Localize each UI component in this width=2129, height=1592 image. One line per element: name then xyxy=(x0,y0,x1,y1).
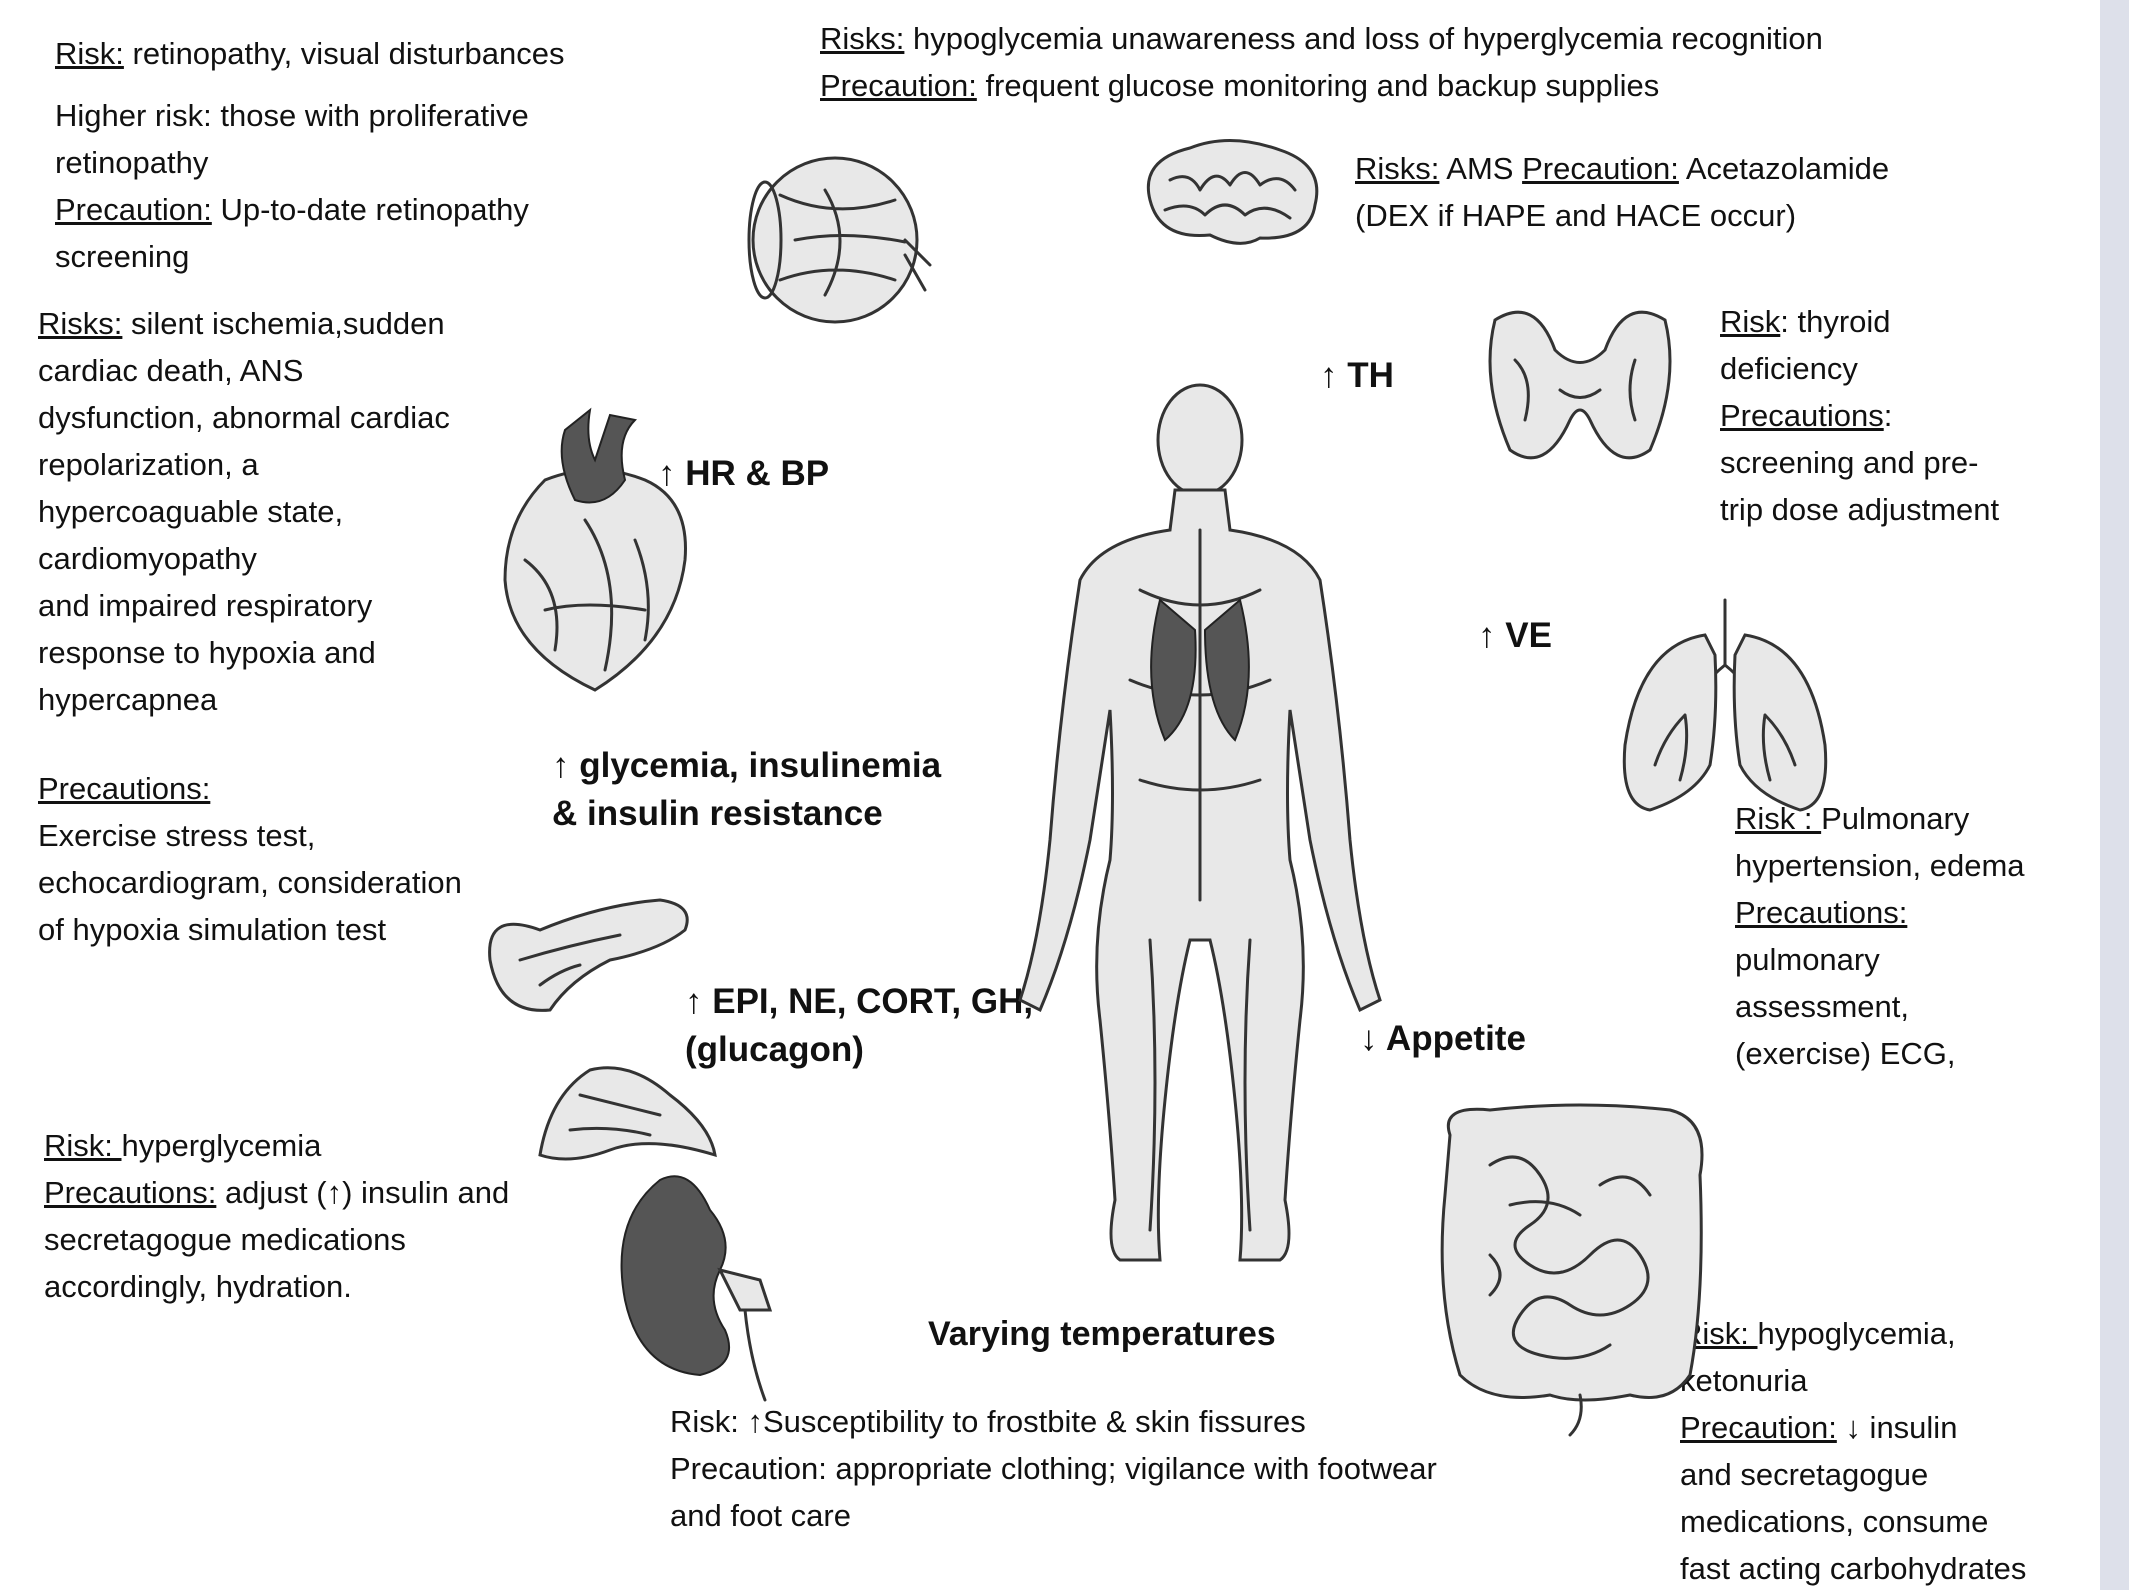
eye-icon xyxy=(725,130,935,340)
temperature-text: Risk: ↑Susceptibility to frostbite & ski… xyxy=(670,1398,1437,1539)
brain-icon xyxy=(1130,130,1330,250)
adrenal-icon xyxy=(530,1055,720,1175)
side-bar xyxy=(2100,0,2129,1590)
gut-text: Risk: hypoglycemia, ketonuria Precaution… xyxy=(1680,1310,2026,1592)
lungs-text: Risk : Pulmonary hypertension, edema Pre… xyxy=(1735,795,2025,1077)
eye-precaution-text: Higher risk: those with proliferative re… xyxy=(55,92,529,280)
hypoglycemia-text: Risks: hypoglycemia unawareness and loss… xyxy=(820,15,1823,109)
temperature-heading: Varying temperatures xyxy=(928,1310,1276,1358)
label-glycemia: ↑ glycemia, insulinemia & insulin resist… xyxy=(552,742,941,838)
intestine-icon xyxy=(1430,1095,1720,1440)
thyroid-text: Risk: thyroid deficiency Precautions: sc… xyxy=(1720,298,1999,533)
pancreas-icon xyxy=(480,890,700,1020)
label-hormones: ↑ EPI, NE, CORT, GH, (glucagon) xyxy=(685,978,1033,1074)
thyroid-icon xyxy=(1475,290,1685,480)
hyperglycemia-text: Risk: hyperglycemia Precautions: adjust … xyxy=(44,1122,509,1310)
brain-text: Risks: AMS Precaution: Acetazolamide (DE… xyxy=(1355,145,1889,239)
cardio-precautions-text: Precautions: Exercise stress test, echoc… xyxy=(38,765,462,953)
label-ve: ↑ VE xyxy=(1478,612,1552,660)
lungs-icon xyxy=(1610,595,1840,825)
kidney-icon xyxy=(620,1160,790,1405)
eye-risk-text: Risk: retinopathy, visual disturbances xyxy=(55,30,564,77)
heart-icon xyxy=(485,400,700,700)
heart-risk-text: Risks: silent ischemia,sudden cardiac de… xyxy=(38,300,450,723)
body-icon xyxy=(990,380,1410,1300)
